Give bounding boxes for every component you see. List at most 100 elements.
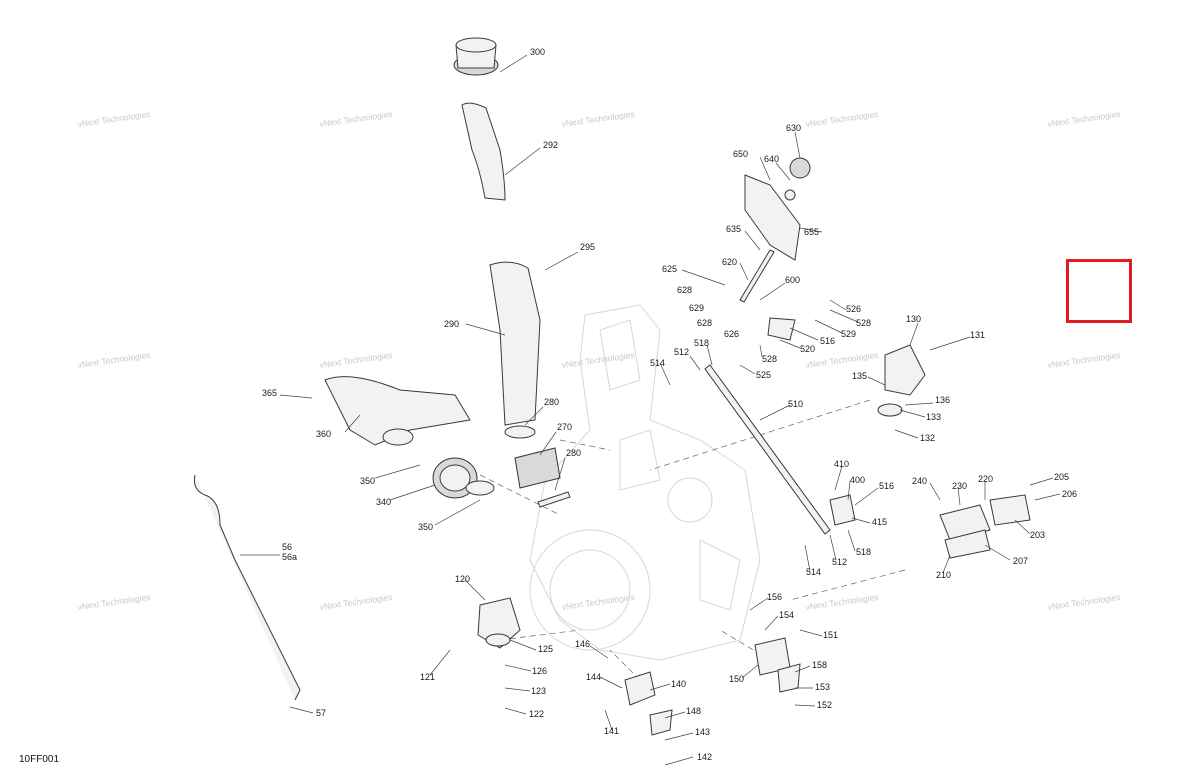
document-code: 10FF001 (19, 754, 60, 765)
callout-number: 220 (978, 474, 993, 484)
watermark: vNext Technologies (77, 350, 151, 370)
watermark: vNext Technologies (561, 350, 635, 370)
callout-number: 156 (767, 592, 782, 602)
callout-number: 518 (856, 547, 871, 557)
callout-number: 121 (420, 672, 435, 682)
callout-number: 655 (804, 227, 819, 237)
callout-number: 148 (686, 706, 701, 716)
callout-number: 270 (557, 422, 572, 432)
callout-number: 625 (662, 264, 677, 274)
callout-number: 135 (852, 371, 867, 381)
watermark: vNext Technologies (319, 109, 393, 129)
watermark: vNext Technologies (77, 592, 151, 612)
callout-number: 525 (756, 370, 771, 380)
callout-number: 132 (920, 433, 935, 443)
callout-number: 123 (531, 686, 546, 696)
callout-number: 650 (733, 149, 748, 159)
callout-number: 360 (316, 429, 331, 439)
callout-number: 131 (970, 330, 985, 340)
callout-number: 365 (262, 388, 277, 398)
callout-number: 528 (856, 318, 871, 328)
callout-number: 290 (444, 319, 459, 329)
callout-number: 280 (566, 448, 581, 458)
callout-number: 206 (1062, 489, 1077, 499)
callout-number: 630 (786, 123, 801, 133)
callout-number: 240 (912, 476, 927, 486)
callout-number: 56a (282, 552, 297, 562)
watermark: vNext Technologies (77, 109, 151, 129)
callout-number: 125 (538, 644, 553, 654)
engine-outline (529, 304, 761, 661)
assembly-dash-lines (479, 399, 906, 681)
parts-layer (194, 37, 1031, 736)
callout-number: 280 (544, 397, 559, 407)
callout-number: 126 (532, 666, 547, 676)
callout-number: 415 (872, 517, 887, 527)
highlight-box[interactable] (1066, 259, 1132, 323)
callout-number: 518 (694, 338, 709, 348)
callout-number: 626 (724, 329, 739, 339)
callout-number: 628 (677, 285, 692, 295)
callout-number: 640 (764, 154, 779, 164)
callout-number: 210 (936, 570, 951, 580)
callout-number: 150 (729, 674, 744, 684)
callout-number: 528 (762, 354, 777, 364)
watermark: vNext Technologies (1047, 109, 1121, 129)
leader-lines (240, 54, 1061, 766)
callout-number: 146 (575, 639, 590, 649)
watermark: vNext Technologies (1047, 350, 1121, 370)
callout-number: 152 (817, 700, 832, 710)
callout-number: 340 (376, 497, 391, 507)
callout-number: 56 (282, 542, 292, 552)
watermark: vNext Technologies (319, 350, 393, 370)
callout-number: 526 (846, 304, 861, 314)
callout-number: 144 (586, 672, 601, 682)
watermark: vNext Technologies (805, 350, 879, 370)
callout-number: 136 (935, 395, 950, 405)
callout-number: 510 (788, 399, 803, 409)
callout-number: 292 (543, 140, 558, 150)
callout-number: 205 (1054, 472, 1069, 482)
callout-number: 230 (952, 481, 967, 491)
callout-number: 520 (800, 344, 815, 354)
callout-number: 120 (455, 574, 470, 584)
callout-number: 158 (812, 660, 827, 670)
watermark: vNext Technologies (561, 109, 635, 129)
watermark: vNext Technologies (1047, 592, 1121, 612)
callout-number: 400 (850, 475, 865, 485)
callout-number: 514 (650, 358, 665, 368)
callout-number: 600 (785, 275, 800, 285)
callout-number: 142 (697, 752, 712, 762)
callout-labels: 3002922952903653603503403502802702805656… (262, 47, 1077, 762)
callout-number: 295 (580, 242, 595, 252)
callout-number: 133 (926, 412, 941, 422)
callout-number: 122 (529, 709, 544, 719)
watermark: vNext Technologies (805, 109, 879, 129)
callout-number: 628 (697, 318, 712, 328)
callout-number: 629 (689, 303, 704, 313)
watermark: vNext Technologies (561, 592, 635, 612)
watermark: vNext Technologies (319, 592, 393, 612)
callout-number: 620 (722, 257, 737, 267)
callout-number: 410 (834, 459, 849, 469)
callout-number: 516 (879, 481, 894, 491)
callout-number: 350 (418, 522, 433, 532)
callout-number: 350 (360, 476, 375, 486)
callout-number: 140 (671, 679, 686, 689)
callout-number: 151 (823, 630, 838, 640)
callout-number: 207 (1013, 556, 1028, 566)
callout-number: 635 (726, 224, 741, 234)
callout-number: 130 (906, 314, 921, 324)
callout-number: 141 (604, 726, 619, 736)
callout-number: 203 (1030, 530, 1045, 540)
callout-number: 57 (316, 708, 326, 718)
callout-number: 153 (815, 682, 830, 692)
callout-number: 514 (806, 567, 821, 577)
callout-number: 512 (674, 347, 689, 357)
callout-number: 143 (695, 727, 710, 737)
callout-number: 529 (841, 329, 856, 339)
callout-number: 154 (779, 610, 794, 620)
callout-number: 516 (820, 336, 835, 346)
